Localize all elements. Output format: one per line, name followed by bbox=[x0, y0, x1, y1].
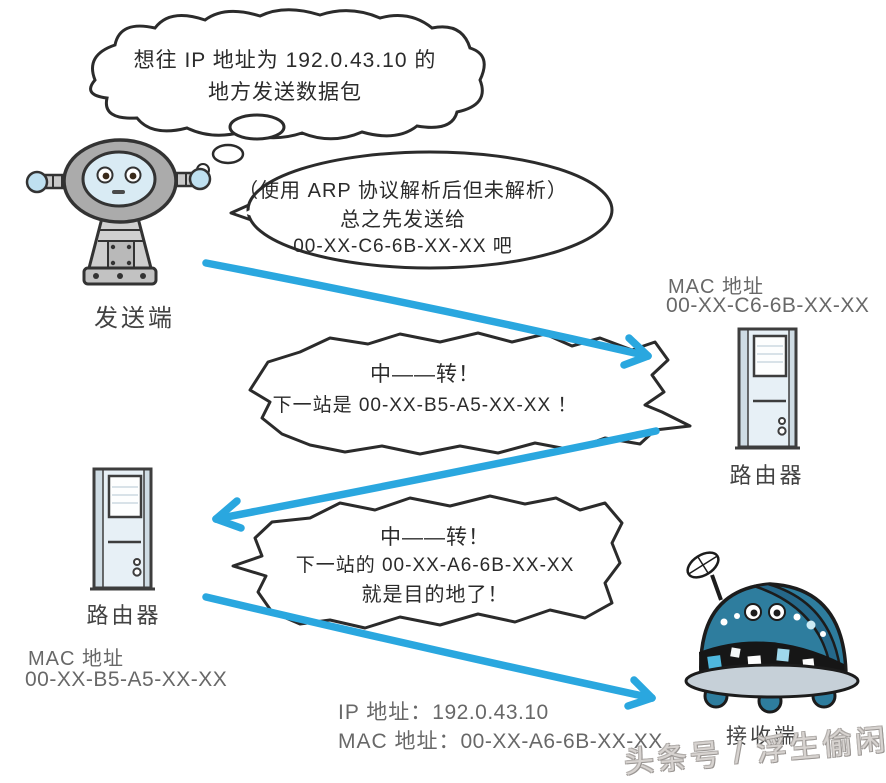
thought-trail-dot-large bbox=[228, 113, 286, 141]
sender-label: 发送端 bbox=[94, 305, 175, 332]
relay-bubble-1 bbox=[248, 331, 692, 456]
router-right-screen bbox=[752, 334, 788, 378]
destination-mac-label: MAC 地址： bbox=[338, 730, 461, 753]
sender-robot bbox=[25, 138, 212, 286]
arp-bubble-line1: （使用 ARP 协议解析后但未解析） bbox=[238, 180, 568, 202]
router-right-label: 路由器 bbox=[729, 463, 805, 488]
destination-mac-line: MAC 地址：00-XX-A6-6B-XX-XX bbox=[338, 725, 663, 755]
thought-bubble-line1: 想往 IP 地址为 192.0.43.10 的 bbox=[133, 49, 437, 72]
packet-arrow-sender-to-router bbox=[202, 259, 652, 369]
router-left-screen bbox=[107, 474, 143, 519]
relay-bubble-2-line2: 下一站的 00-XX-A6-6B-XX-XX bbox=[295, 555, 575, 576]
relay-bubble-2-line1: 中——转！ bbox=[380, 526, 490, 549]
router-left-label: 路由器 bbox=[86, 603, 162, 628]
sender-face bbox=[81, 150, 157, 208]
router-right-mac-value: 00-XX-C6-6B-XX-XX bbox=[666, 294, 870, 317]
router-left-mac-title: MAC 地址 bbox=[28, 648, 124, 670]
receiver-label: 接收端 bbox=[726, 725, 798, 748]
sender-antenna-ball-right bbox=[188, 167, 212, 191]
relay-bubble-1-line1: 中——转！ bbox=[370, 363, 480, 386]
receiver-antenna-mast bbox=[710, 574, 723, 601]
relay-bubble-1-line2: 下一站是 00-XX-B5-A5-XX-XX ！ bbox=[272, 395, 578, 416]
sender-antenna-ball-left bbox=[25, 170, 49, 194]
thought-bubble-line2: 地方发送数据包 bbox=[208, 81, 362, 104]
sender-mouth bbox=[112, 190, 125, 194]
destination-ip-line: IP 地址：192.0.43.10 bbox=[338, 696, 549, 726]
arp-bubble-line2: 总之先发送给 bbox=[340, 209, 466, 231]
router-right-tower bbox=[735, 327, 800, 450]
destination-mac-value: 00-XX-A6-6B-XX-XX bbox=[460, 730, 663, 753]
router-left-tower bbox=[90, 467, 155, 591]
relay-bubble-2-line3: 就是目的地了！ bbox=[361, 584, 509, 606]
destination-ip-label: IP 地址： bbox=[338, 701, 433, 724]
receiver-saucer bbox=[684, 663, 860, 699]
arp-bubble-line3: 00-XX-C6-6B-XX-XX 吧 bbox=[293, 236, 513, 257]
packet-arrow-router-to-router bbox=[212, 427, 660, 532]
router-left-mac-value: 00-XX-B5-A5-XX-XX bbox=[25, 668, 228, 691]
thought-trail-dot-small bbox=[211, 143, 245, 165]
router-right-mac-title: MAC 地址 bbox=[668, 276, 764, 298]
receiver-robot bbox=[684, 551, 860, 714]
destination-ip-value: 192.0.43.10 bbox=[432, 701, 549, 724]
packet-arrow-router-to-receiver bbox=[202, 593, 656, 710]
arp-speech-bubble bbox=[229, 150, 614, 270]
relay-bubble-2 bbox=[231, 494, 624, 630]
thought-cloud-bubble bbox=[89, 8, 486, 177]
